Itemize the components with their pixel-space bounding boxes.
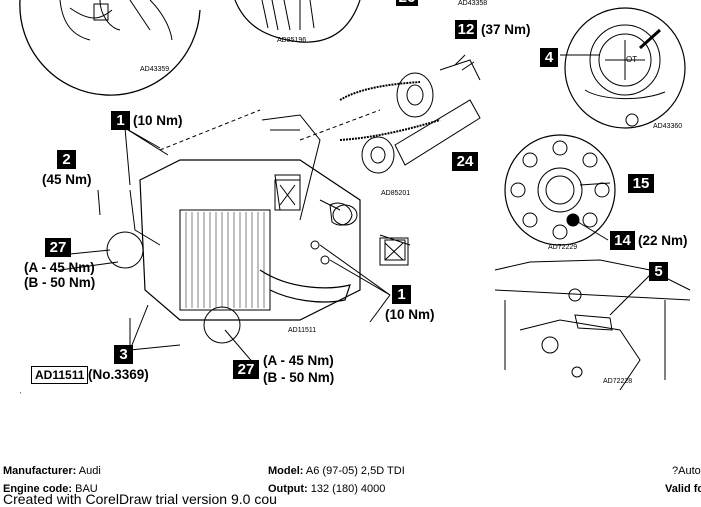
callout-14: 14 — [610, 231, 635, 250]
figure-code-ad72229: AD72229 — [548, 244, 578, 251]
technical-illustration: ' — [19, 0, 691, 399]
callout-27-bottom-line1: (A - 45 Nm) — [263, 353, 334, 368]
model-row: Model: A6 (97-05) 2,5D TDI — [268, 465, 405, 478]
figure-code-ad11511-small: AD11511 — [288, 327, 317, 334]
engine-row: Engine code: BAU — [3, 483, 98, 496]
callout-12-torque: (37 Nm) — [481, 22, 531, 37]
engine-value: BAU — [75, 483, 98, 495]
callout-27-left: 27 — [45, 238, 71, 257]
callout-24: 24 — [452, 152, 478, 171]
callout-14-torque: (22 Nm) — [638, 233, 688, 248]
callout-27-bottom-line2: (B - 50 Nm) — [263, 370, 335, 385]
ot-mark: OT — [626, 55, 638, 64]
callout-3-tool: (No.3369) — [88, 367, 149, 382]
callout-27-bottom: 27 — [233, 360, 259, 379]
main-figure-code: AD11511 — [31, 366, 89, 384]
detail-flange-bolts — [504, 134, 616, 246]
callout-5: 5 — [649, 262, 668, 281]
callout-1-top-torque: (10 Nm) — [133, 113, 183, 128]
callout-1-top: 1 — [111, 111, 130, 130]
right-bottom-text: Valid fo — [665, 483, 701, 495]
figure-code-ad43358: AD43358 — [458, 0, 488, 7]
figure-code-ad43359: AD43359 — [140, 66, 170, 73]
detail-circle-ot — [564, 7, 686, 129]
output-value: 132 (180) 4000 — [310, 483, 386, 495]
engine-label: Engine code: — [3, 483, 73, 495]
figure-code-ad85201: AD85201 — [381, 190, 411, 197]
manufacturer-label: Manufacturer: — [3, 465, 77, 477]
callout-1-bottom: 1 — [392, 285, 411, 304]
callout-12: 12 — [455, 20, 477, 39]
svg-text:': ' — [20, 392, 21, 399]
output-label: Output: — [268, 483, 308, 495]
callout-27-left-line1: (A - 45 Nm) — [24, 260, 95, 275]
detail-small-brackets — [274, 179, 409, 266]
trial-version-overlay: Created with CorelDraw trial version 9.0… — [3, 491, 277, 507]
output-row: Output: 132 (180) 4000 — [268, 483, 385, 496]
figure-code-ad85196: AD85196 — [277, 37, 307, 44]
callout-4: 4 — [540, 48, 558, 67]
figure-code-ad72228: AD72228 — [603, 378, 633, 385]
detail-pump-top — [234, 0, 361, 43]
callout-26: 26 — [396, 0, 418, 6]
right-top-text: ?Auto — [672, 465, 701, 477]
model-label: Model: — [268, 465, 304, 477]
radiator-assembly — [106, 109, 411, 344]
manufacturer-value: Audi — [78, 465, 101, 477]
callout-2: 2 — [57, 150, 76, 169]
detail-belt-tensioner — [339, 54, 481, 174]
callout-1-bottom-torque: (10 Nm) — [385, 307, 435, 322]
detail-circle-top-left — [19, 0, 201, 96]
model-value: A6 (97-05) 2,5D TDI — [305, 465, 405, 477]
manufacturer-row: Manufacturer: Audi — [3, 465, 101, 478]
figure-code-ad43360: AD43360 — [653, 123, 683, 130]
callout-27-left-line2: (B - 50 Nm) — [24, 275, 96, 290]
callout-2-torque: (45 Nm) — [42, 172, 92, 187]
document-footer: Manufacturer: Audi Model: A6 (97-05) 2,5… — [0, 448, 701, 507]
callout-3: 3 — [114, 345, 133, 364]
callout-15: 15 — [628, 174, 654, 193]
